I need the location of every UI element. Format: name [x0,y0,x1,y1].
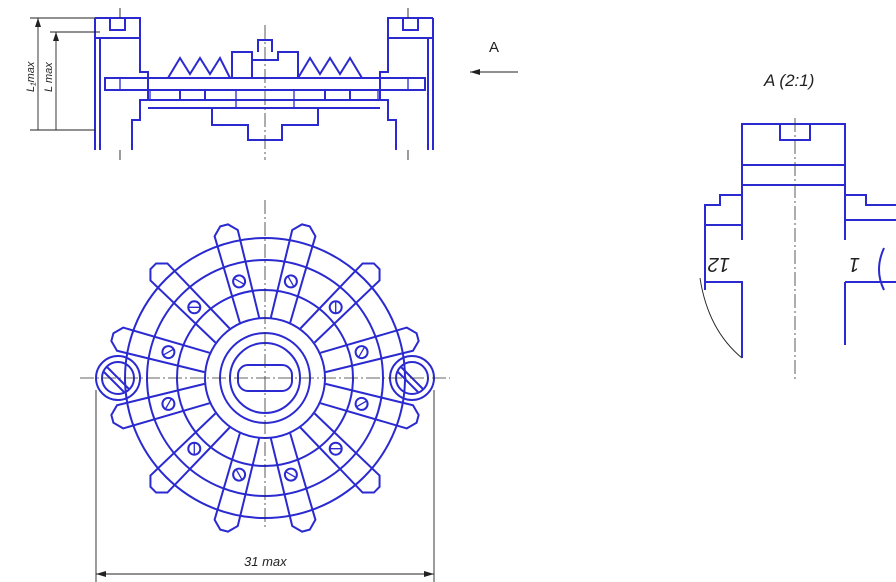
contact-tabs [110,223,420,533]
contact-tab [320,382,420,430]
contact-tab [110,382,210,430]
width-dimension: 31 max [95,390,435,582]
side-view [94,8,434,160]
detail-title: A (2:1) [763,71,814,90]
contact-label-right: 1 [849,253,860,275]
contact-tab [213,223,261,323]
contact-tab [269,433,317,533]
contact-tab [299,262,381,344]
view-arrow-label: A [489,39,499,56]
height-dimensions: L₁max L max [25,17,100,131]
front-view [80,200,450,533]
dim-l1-label: L₁max [25,61,37,92]
contact-tab [299,412,381,494]
contact-tab [213,433,261,533]
detail-view: A (2:1) 12 1 [699,71,896,380]
contact-tab [149,262,231,344]
dim-width-label: 31 max [244,554,287,569]
contact-label-left: 12 [708,253,730,275]
contact-tab [320,326,420,374]
contact-tab [110,326,210,374]
contact-tab [269,223,317,323]
view-arrow: A [470,39,518,75]
contact-tab [149,412,231,494]
dim-l-label: L max [43,62,55,92]
